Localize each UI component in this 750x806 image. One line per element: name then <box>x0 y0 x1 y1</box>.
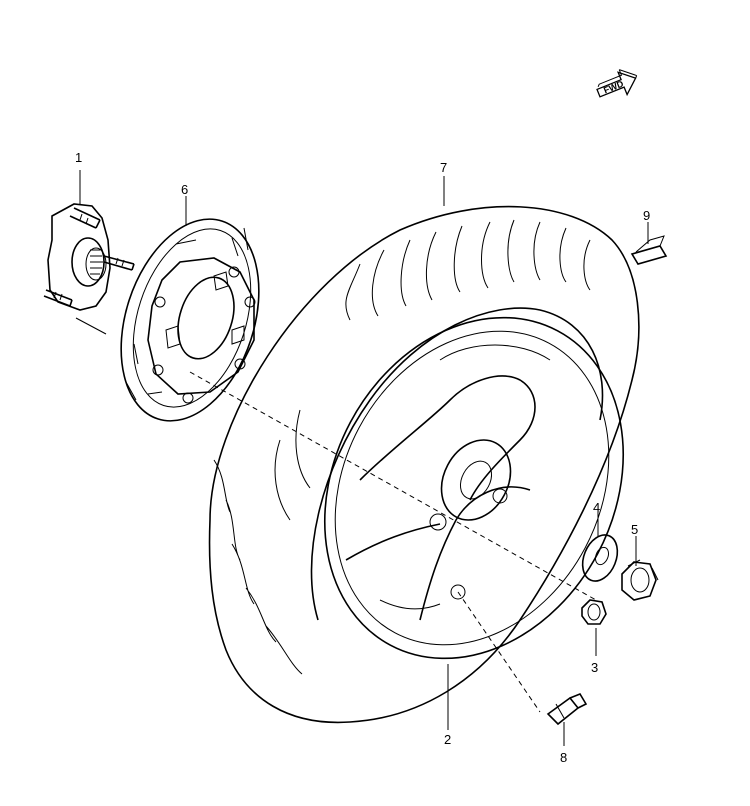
nut-drawing <box>581 599 607 625</box>
callout-4: 4 <box>593 500 601 515</box>
washer-drawing <box>581 534 619 582</box>
fwd-badge-text: FWD <box>602 78 625 95</box>
callout-6: 6 <box>181 182 189 197</box>
tire-drawing <box>208 205 640 724</box>
fwd-direction-arrow-icon: FWD <box>596 69 638 98</box>
valve-centerline <box>457 591 541 713</box>
rim-drawing <box>323 316 625 660</box>
balancer-weight-drawing <box>630 235 668 265</box>
axle-nut-drawing <box>621 559 659 601</box>
callout-2: 2 <box>444 732 452 747</box>
callout-8: 8 <box>560 750 568 765</box>
rear-hub-drawing <box>43 203 135 335</box>
callout-7: 7 <box>440 160 448 175</box>
axle-centerline <box>189 371 597 601</box>
callout-9: 9 <box>643 208 651 223</box>
brake-disc-drawing <box>120 218 260 422</box>
callout-5: 5 <box>631 522 639 537</box>
callout-3: 3 <box>591 660 599 675</box>
callout-1: 1 <box>75 150 83 165</box>
valve-drawing <box>546 693 588 726</box>
